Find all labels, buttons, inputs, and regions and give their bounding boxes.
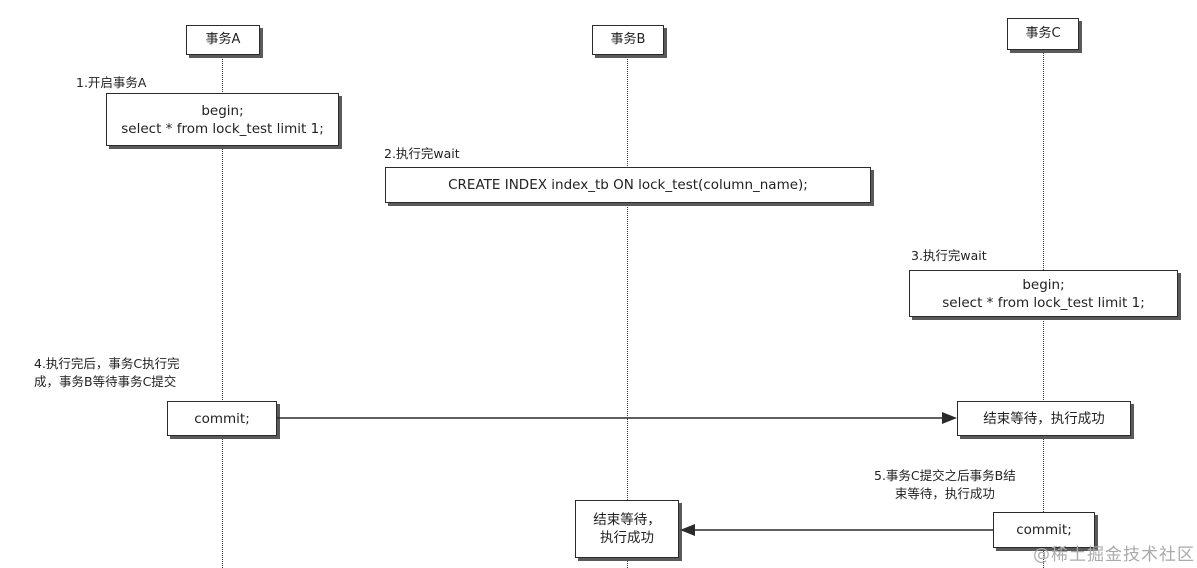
participant-c: 事务C [1007,18,1079,50]
b-wait-done-box: 结束等待， 执行成功 [575,500,679,558]
note-3: 3.执行完wait [911,248,987,263]
lifeline-b [627,56,628,568]
note-5: 5.事务C提交之后事务B结 束等待，执行成功 [874,468,1016,501]
c-begin-box: begin; select * from lock_test limit 1; [909,270,1178,317]
note-4: 4.执行完后，事务C执行完 成，事务B等待事务C提交 [34,356,180,389]
watermark: @稀土掘金技术社区 [1033,545,1195,565]
c-wait-done-box: 结束等待，执行成功 [957,401,1131,436]
arrowhead-to-b [680,524,695,536]
a-begin-box: begin; select * from lock_test limit 1; [106,93,339,146]
b-create-index-box: CREATE INDEX index_tb ON lock_test(colum… [385,167,871,203]
participant-b: 事务B [592,25,664,55]
note-1: 1.开启事务A [76,75,147,90]
c-commit-box: commit; [993,512,1095,548]
a-commit-box: commit; [167,401,277,436]
arrowhead-to-c [942,412,957,424]
lifeline-a [222,56,223,568]
note-2: 2.执行完wait [384,146,460,161]
participant-a: 事务A [186,25,260,55]
